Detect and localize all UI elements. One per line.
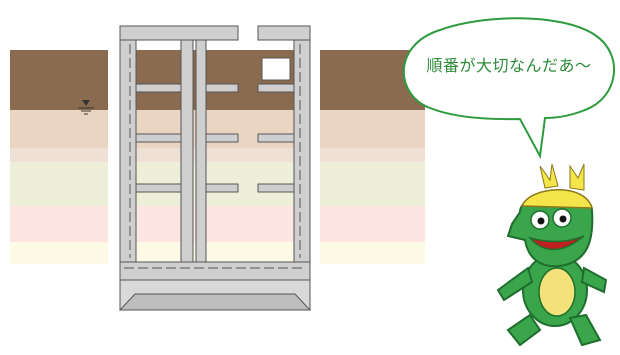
slab-level-3-east	[257, 183, 295, 193]
slab-level-3-right	[205, 183, 239, 193]
top-slab-left	[119, 25, 239, 41]
dragon-mascot-icon	[496, 163, 608, 347]
speech-bubble	[402, 17, 616, 160]
soil-layer-topsoil	[10, 50, 425, 110]
slab-level-1-left	[135, 83, 182, 93]
speech-bubble-text: 順番が大切なんだあ〜	[426, 56, 592, 75]
slab-level-2-right	[205, 133, 239, 143]
base-slab	[119, 261, 311, 281]
top-slab-right	[257, 25, 311, 41]
soil-layers	[10, 50, 425, 264]
slab-level-2-east	[257, 133, 295, 143]
soil-layer-3	[10, 148, 425, 162]
slab-level-1-east	[257, 83, 295, 93]
slab-level-1-right	[205, 83, 239, 93]
center-column-left	[180, 39, 194, 271]
water-level-icon	[78, 100, 94, 115]
soil-layer-5	[10, 206, 425, 242]
soil-layer-6	[10, 242, 425, 264]
slab-level-3-left	[135, 183, 182, 193]
center-column-right	[195, 39, 207, 271]
foundation-bevel	[118, 293, 312, 311]
retaining-structure	[108, 22, 320, 312]
left-wall	[119, 25, 137, 295]
right-wall	[293, 25, 311, 295]
slab-level-2-left	[135, 133, 182, 143]
upper-right-chamber	[261, 57, 291, 81]
